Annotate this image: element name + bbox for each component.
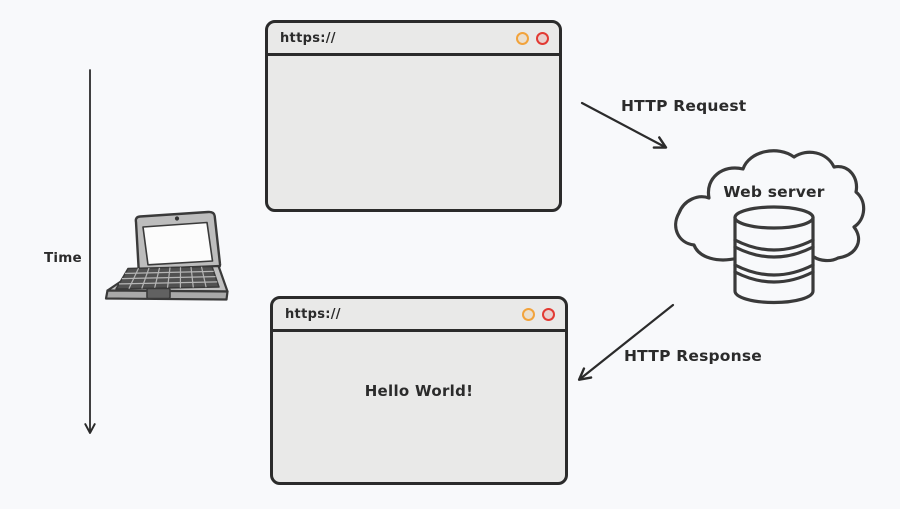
browser-titlebar: https:// <box>268 23 559 56</box>
browser-window-response: https:// Hello World! <box>270 296 568 485</box>
close-circle-icon <box>542 307 555 321</box>
time-axis-label: Time <box>44 250 82 266</box>
database-icon <box>733 205 815 305</box>
url-text: https:// <box>280 30 336 46</box>
browser-titlebar: https:// <box>273 299 565 332</box>
window-controls <box>516 31 549 45</box>
window-controls <box>522 307 555 321</box>
close-circle-icon <box>536 31 549 45</box>
laptop-icon <box>104 210 229 301</box>
hello-world-text: Hello World! <box>364 382 474 400</box>
minimize-circle-icon <box>516 31 529 45</box>
http-response-label: HTTP Response <box>624 347 763 365</box>
browser-content: Hello World! <box>273 382 565 400</box>
http-request-arrow <box>580 101 668 149</box>
minimize-circle-icon <box>522 307 535 321</box>
web-server-label: Web server <box>723 183 825 201</box>
http-response-arrow <box>577 303 675 381</box>
url-text: https:// <box>285 306 341 322</box>
http-request-label: HTTP Request <box>621 97 747 115</box>
browser-window-request: https:// <box>265 20 562 212</box>
